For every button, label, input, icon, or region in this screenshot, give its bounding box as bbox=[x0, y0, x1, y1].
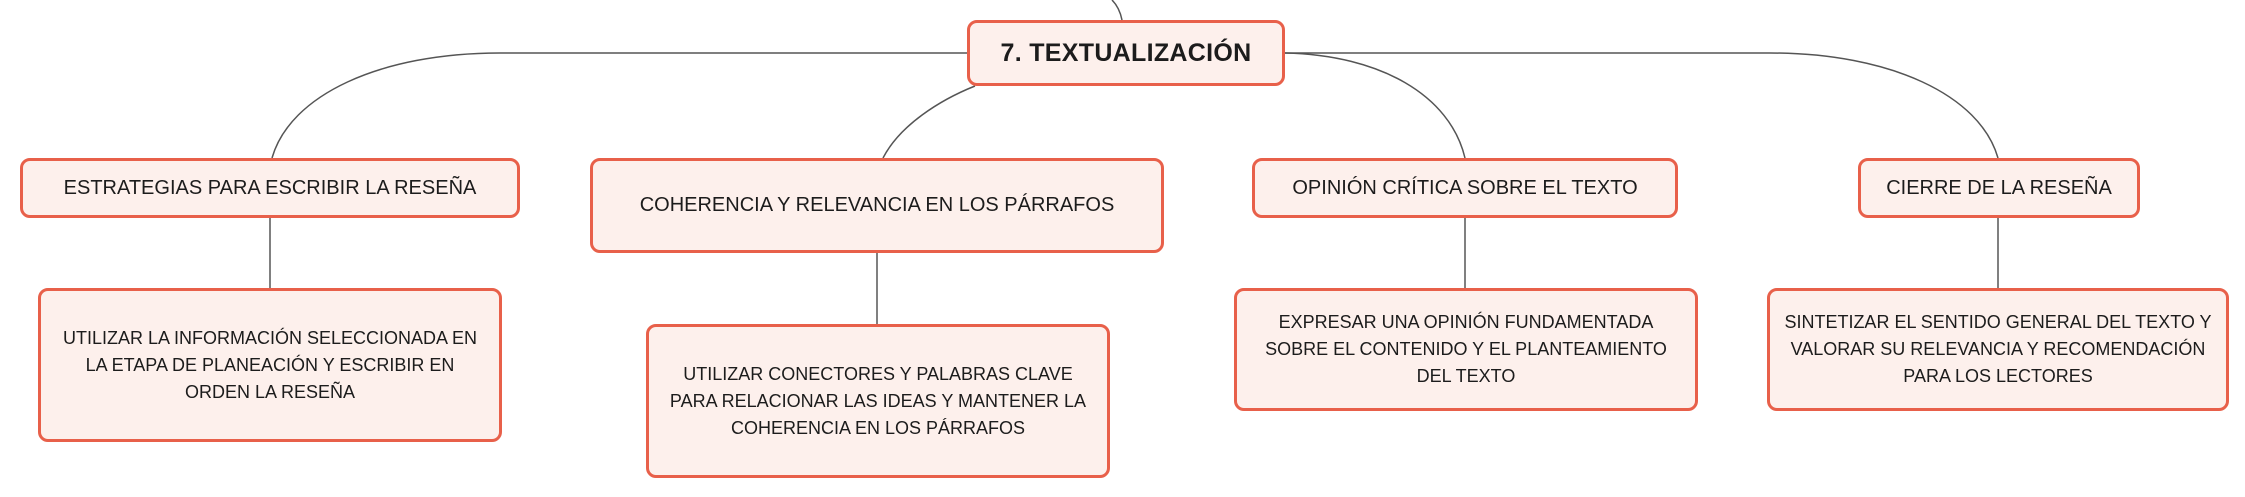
detail-node-critical-opinion[interactable]: EXPRESAR UNA OPINIÓN FUNDAMENTADA SOBRE … bbox=[1234, 288, 1698, 411]
connector-root-branch-1 bbox=[271, 52, 967, 159]
detail-text: UTILIZAR CONECTORES Y PALABRAS CLAVE PAR… bbox=[669, 363, 1087, 438]
branch-label: OPINIÓN CRÍTICA SOBRE EL TEXTO bbox=[1292, 176, 1638, 199]
detail-node-closing[interactable]: SINTETIZAR EL SENTIDO GENERAL DEL TEXTO … bbox=[1767, 288, 2229, 411]
connector-root-branch-2 bbox=[882, 85, 976, 159]
branch-label: ESTRATEGIAS PARA ESCRIBIR LA RESEÑA bbox=[63, 176, 477, 199]
detail-text: UTILIZAR LA INFORMACIÓN SELECCIONADA EN … bbox=[62, 327, 478, 402]
detail-text: SINTETIZAR EL SENTIDO GENERAL DEL TEXTO … bbox=[1784, 312, 2212, 386]
root-label: 7. TEXTUALIZACIÓN bbox=[1000, 38, 1252, 67]
branch-node-coherence[interactable]: COHERENCIA Y RELEVANCIA EN LOS PÁRRAFOS bbox=[590, 158, 1164, 253]
detail-text: EXPRESAR UNA OPINIÓN FUNDAMENTADA SOBRE … bbox=[1265, 312, 1667, 386]
branch-label: CIERRE DE LA RESEÑA bbox=[1886, 176, 2112, 199]
branch-node-closing[interactable]: CIERRE DE LA RESEÑA bbox=[1858, 158, 2140, 218]
connector-root-parent bbox=[1111, 0, 1123, 21]
detail-node-coherence[interactable]: UTILIZAR CONECTORES Y PALABRAS CLAVE PAR… bbox=[646, 324, 1110, 478]
root-node[interactable]: 7. TEXTUALIZACIÓN bbox=[967, 20, 1285, 86]
branch-label: COHERENCIA Y RELEVANCIA EN LOS PÁRRAFOS bbox=[639, 194, 1115, 216]
connector-root-branch-3 bbox=[1284, 52, 1466, 159]
connector-root-branch-4 bbox=[1285, 52, 1999, 159]
branch-node-strategies[interactable]: ESTRATEGIAS PARA ESCRIBIR LA RESEÑA bbox=[20, 158, 520, 218]
branch-node-critical-opinion[interactable]: OPINIÓN CRÍTICA SOBRE EL TEXTO bbox=[1252, 158, 1678, 218]
detail-node-strategies[interactable]: UTILIZAR LA INFORMACIÓN SELECCIONADA EN … bbox=[38, 288, 502, 442]
